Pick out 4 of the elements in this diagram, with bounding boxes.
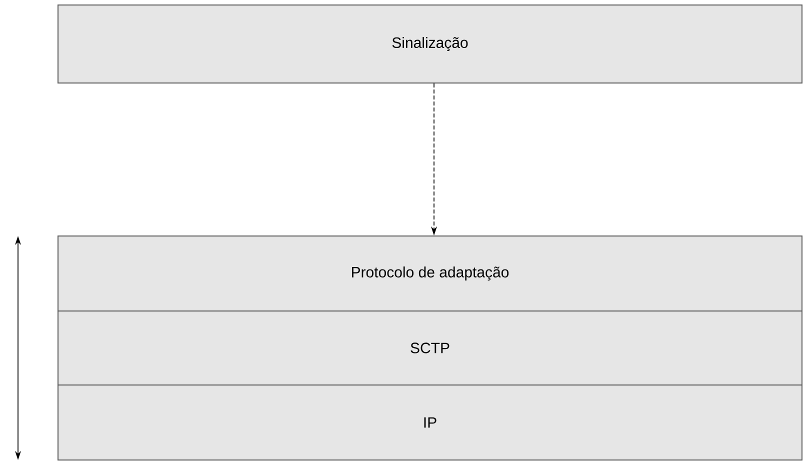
layer-box: Sinalização xyxy=(58,4,802,84)
layer-box: IP xyxy=(58,384,802,460)
layer-box: SCTP xyxy=(58,310,802,386)
layer-box: Protocolo de adaptação xyxy=(58,235,802,312)
